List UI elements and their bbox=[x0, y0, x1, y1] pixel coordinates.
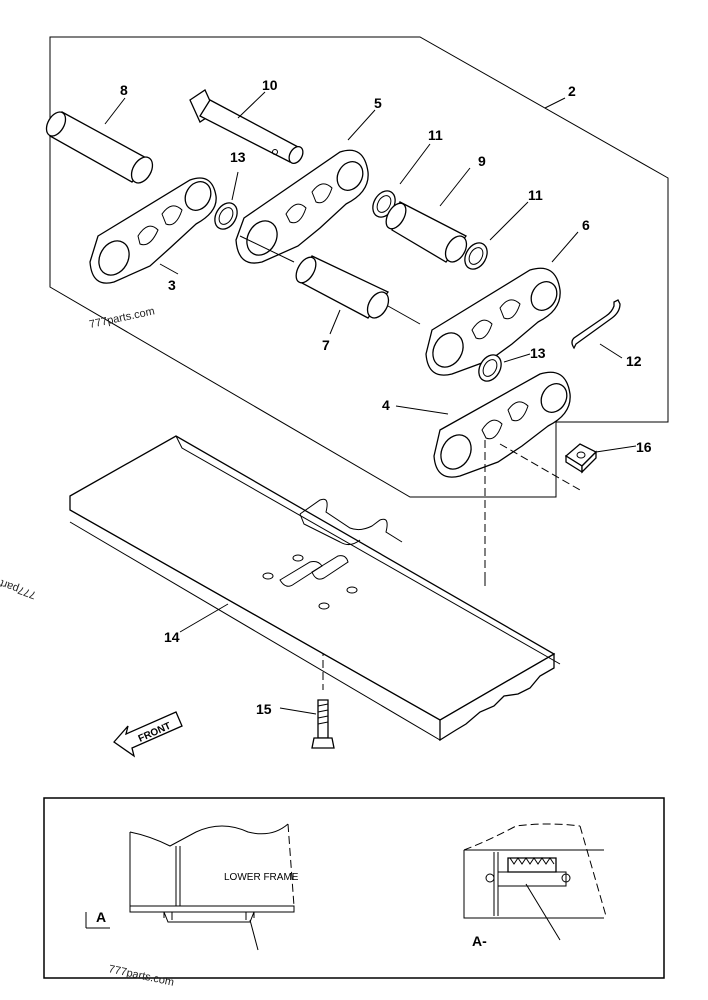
part-3-link bbox=[89, 177, 217, 284]
callout-11b: 11 bbox=[528, 187, 543, 203]
part-15-bolt bbox=[311, 699, 335, 749]
part-16-nut bbox=[564, 443, 598, 474]
lower-frame-label: LOWER FRAME bbox=[224, 872, 299, 883]
view-a-marker: A bbox=[96, 909, 106, 925]
callout-8: 8 bbox=[120, 82, 128, 98]
callout-6: 6 bbox=[582, 217, 590, 233]
leader-lines bbox=[104, 91, 637, 715]
axis-line-7b bbox=[387, 305, 421, 325]
callout-15: 15 bbox=[256, 701, 272, 717]
callout-16: 16 bbox=[636, 439, 652, 455]
detail-lower-frame: LOWER FRAME A bbox=[85, 823, 299, 951]
callout-3: 3 bbox=[168, 277, 176, 293]
callout-2: 2 bbox=[568, 83, 576, 99]
part-8-pin bbox=[45, 111, 154, 184]
watermark-side: 777part bbox=[0, 577, 38, 601]
view-a-dash-label: A- bbox=[472, 933, 487, 949]
part-12-cotter-pin bbox=[571, 299, 621, 350]
part-9-bushing bbox=[385, 201, 468, 263]
part-6-link bbox=[425, 267, 561, 376]
part-13-seal-lower bbox=[478, 354, 502, 382]
front-direction-arrow: FRONT bbox=[113, 711, 183, 758]
axis-line-7 bbox=[239, 235, 295, 263]
callout-4: 4 bbox=[382, 397, 390, 413]
callout-9: 9 bbox=[478, 153, 486, 169]
callout-14: 14 bbox=[164, 629, 180, 645]
part-13-seal-upper bbox=[214, 202, 238, 230]
part-10-master-pin bbox=[189, 89, 304, 165]
callout-13b: 13 bbox=[530, 345, 546, 361]
callout-10: 10 bbox=[262, 77, 278, 93]
alignment-line-nut bbox=[499, 443, 581, 491]
callout-5: 5 bbox=[374, 95, 382, 111]
part-7-bushing bbox=[295, 255, 390, 319]
part-5-link bbox=[235, 149, 369, 264]
part-4-link bbox=[433, 371, 571, 478]
detail-view-a: A- bbox=[463, 823, 607, 949]
part-14-track-shoe bbox=[69, 435, 561, 742]
callout-11a: 11 bbox=[428, 127, 443, 143]
callout-7: 7 bbox=[322, 337, 330, 353]
callout-12: 12 bbox=[626, 353, 642, 369]
watermark-top: 777parts.com bbox=[88, 305, 156, 331]
part-11-ring-lower bbox=[464, 242, 488, 270]
callout-13a: 13 bbox=[230, 149, 246, 165]
detail-panel bbox=[43, 797, 665, 979]
callout-labels: 2 3 4 5 6 7 8 9 10 11 11 12 13 13 14 15 … bbox=[120, 77, 652, 966]
